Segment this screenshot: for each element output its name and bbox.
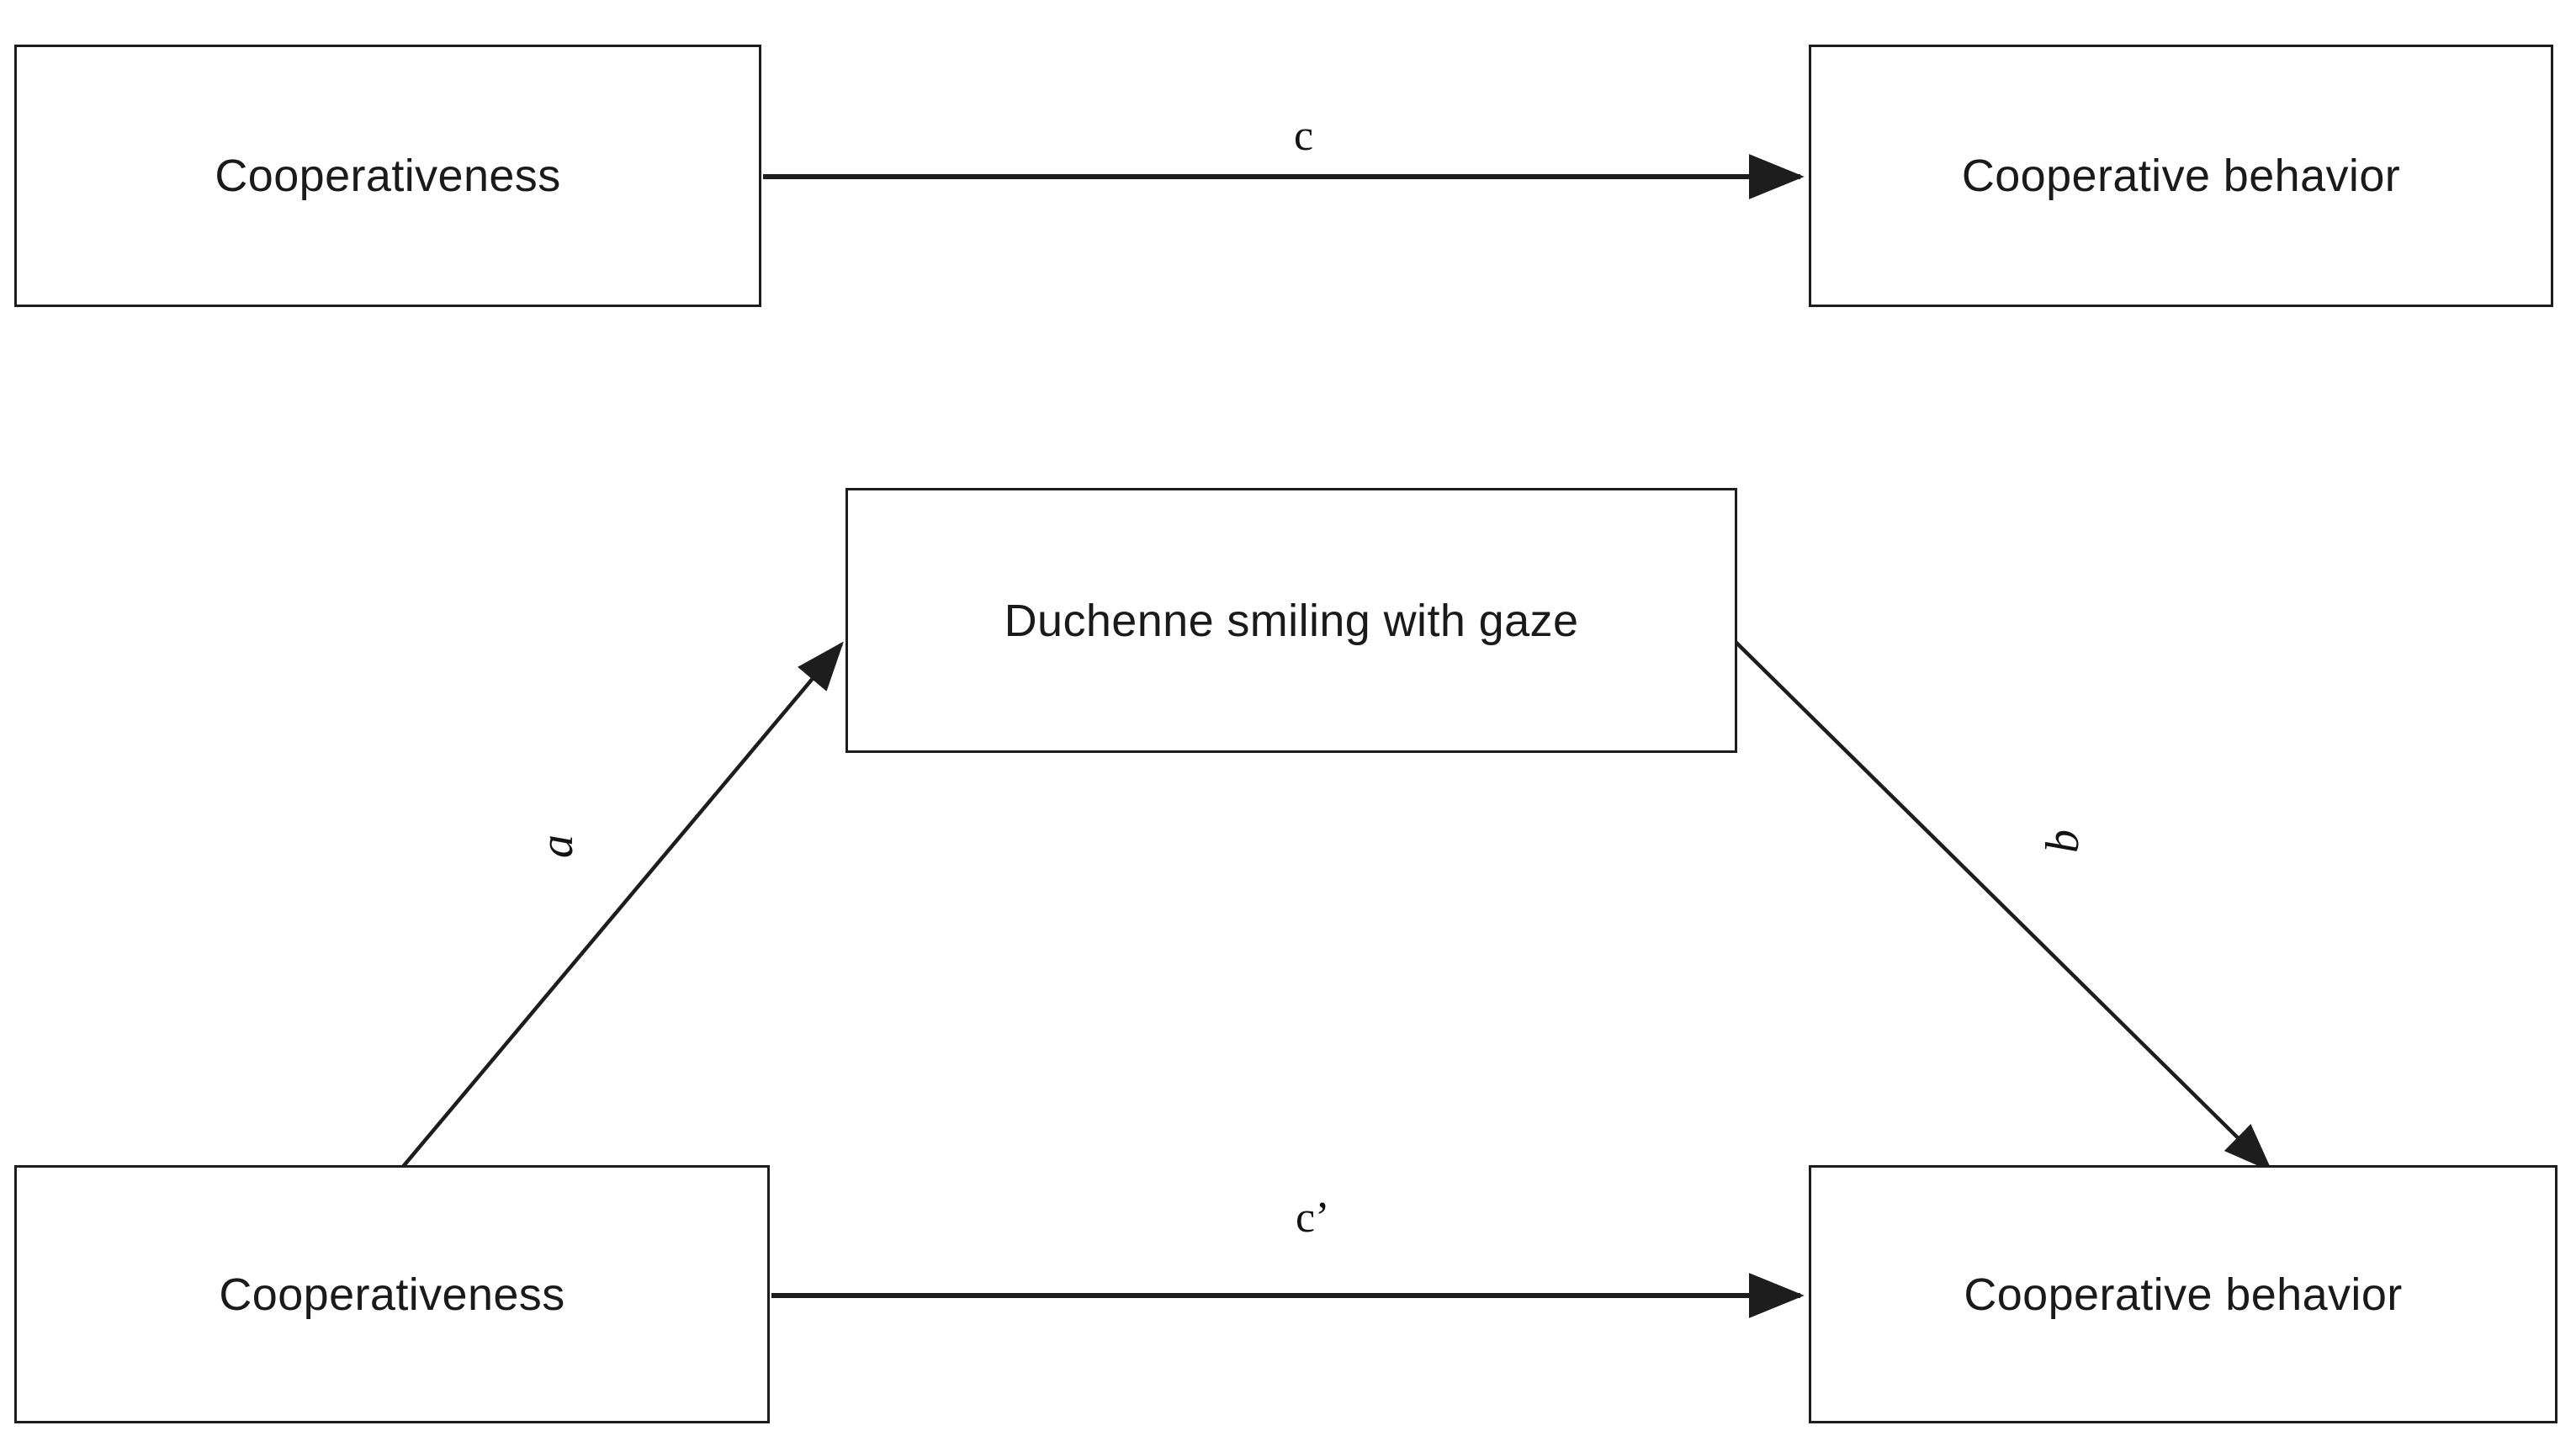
- path-b-arrow: [1733, 639, 2273, 1173]
- node-cooperative-behavior-top[interactable]: Cooperative behavior: [1809, 45, 2553, 307]
- node-label: Duchenne smiling with gaze: [1004, 595, 1579, 646]
- path-label-b: b: [2037, 829, 2089, 853]
- path-label-c: c: [1294, 112, 1314, 160]
- node-duchenne-smiling-with-gaze[interactable]: Duchenne smiling with gaze: [845, 488, 1737, 753]
- path-a-arrow: [400, 641, 844, 1169]
- node-label: Cooperative behavior: [1961, 151, 2401, 201]
- node-cooperativeness-bottom[interactable]: Cooperativeness: [14, 1165, 770, 1423]
- node-cooperative-behavior-bottom[interactable]: Cooperative behavior: [1809, 1165, 2557, 1423]
- node-label: Cooperative behavior: [1964, 1269, 2403, 1320]
- node-cooperativeness-top[interactable]: Cooperativeness: [14, 45, 761, 307]
- node-label: Cooperativeness: [215, 151, 561, 201]
- path-label-a: a: [531, 835, 583, 858]
- path-label-c-prime: c’: [1296, 1194, 1330, 1242]
- node-label: Cooperativeness: [219, 1269, 565, 1320]
